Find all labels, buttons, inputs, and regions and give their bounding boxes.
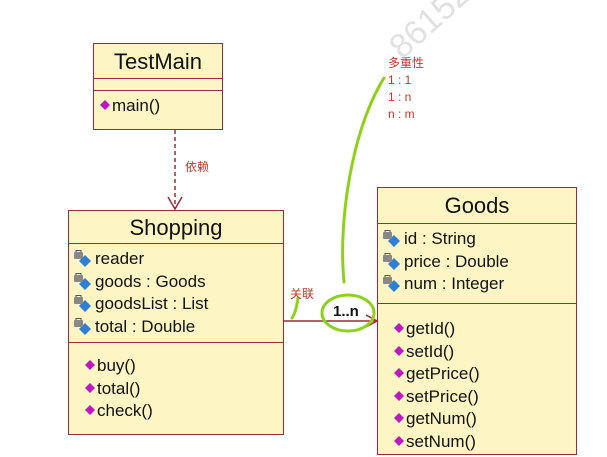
operation-icon — [392, 343, 406, 361]
association-tick-stroke — [290, 296, 300, 320]
attribute-label: num : Integer — [404, 274, 505, 294]
class-title: Shopping — [69, 211, 283, 244]
operation-row[interactable]: buy() — [83, 355, 283, 378]
attribute-icon — [382, 252, 404, 271]
multiplicity-pointer-stroke — [341, 76, 386, 284]
attribute-icon — [73, 295, 95, 313]
class-goods[interactable]: Goods id : String price : Double num : I… — [377, 187, 577, 455]
association-multiplicity: 1..n — [333, 303, 359, 320]
attribute-row[interactable]: price : Double — [382, 251, 576, 274]
operation-label: getId() — [406, 319, 456, 339]
attribute-icon — [73, 317, 95, 336]
multiplicity-option: 1 : 1 — [388, 73, 412, 87]
attribute-icon — [382, 230, 404, 248]
operation-label: getNum() — [406, 409, 477, 429]
attribute-icon — [382, 275, 404, 293]
multiplicity-highlight-circle — [320, 293, 376, 333]
attribute-icon — [73, 250, 95, 268]
attribute-label: total : Double — [95, 316, 196, 336]
operation-row[interactable]: main() — [98, 95, 222, 118]
operation-label: setPrice() — [406, 386, 479, 406]
attribute-row[interactable]: goodsList : List — [73, 293, 283, 316]
dependency-label: 依赖 — [185, 160, 210, 174]
operation-icon — [392, 320, 406, 338]
operation-icon — [392, 433, 406, 451]
attribute-label: reader — [95, 249, 145, 269]
class-title: Goods — [378, 188, 576, 224]
operation-row[interactable]: getId() — [392, 318, 576, 341]
operation-label: check() — [97, 401, 153, 421]
operation-label: setId() — [406, 341, 455, 361]
attribute-icon — [73, 272, 95, 291]
operation-row[interactable]: getPrice() — [392, 363, 576, 386]
attribute-row[interactable]: num : Integer — [382, 273, 576, 296]
operation-label: setNum() — [406, 431, 476, 451]
dependency-arrowhead — [167, 196, 183, 211]
operation-icon — [98, 97, 112, 115]
class-title: TestMain — [94, 44, 222, 79]
attribute-label: goods : Goods — [95, 271, 206, 291]
attribute-label: goodsList : List — [95, 294, 209, 314]
operation-row[interactable]: setId() — [392, 341, 576, 364]
operation-row[interactable]: check() — [83, 400, 283, 423]
operation-row[interactable]: getNum() — [392, 408, 576, 431]
operation-icon — [83, 357, 97, 375]
operations-section: getId() setId() getPrice() setPrice() ge… — [378, 304, 576, 455]
attributes-section — [94, 79, 222, 91]
multiplicity-note-title: 多重性 — [388, 56, 425, 70]
attribute-row[interactable]: goods : Goods — [73, 271, 283, 294]
operations-section: main() — [94, 91, 222, 120]
attribute-row[interactable]: reader — [73, 248, 283, 271]
attributes-section: reader goods : Goods goodsList : List to… — [69, 244, 283, 343]
operation-row[interactable]: setPrice() — [392, 386, 576, 409]
association-label: 关联 — [290, 287, 315, 301]
attribute-row[interactable]: total : Double — [73, 316, 283, 339]
operations-section: buy() total() check() — [69, 343, 283, 425]
class-shopping[interactable]: Shopping reader goods : Goods goodsList … — [68, 210, 284, 435]
operation-label: buy() — [97, 356, 136, 376]
multiplicity-note: 多重性 1 : 1 1 : n n : m — [388, 55, 424, 123]
attribute-label: id : String — [404, 229, 476, 249]
operation-icon — [392, 410, 406, 428]
operation-label: main() — [112, 96, 161, 116]
attributes-section: id : String price : Double num : Integer — [378, 224, 576, 304]
attribute-row[interactable]: id : String — [382, 228, 576, 251]
operation-icon — [392, 365, 406, 383]
operation-icon — [392, 388, 406, 406]
multiplicity-option: n : m — [388, 107, 415, 121]
class-testmain[interactable]: TestMain main() — [93, 43, 223, 130]
operation-row[interactable]: total() — [83, 378, 283, 401]
operation-row[interactable]: setNum() — [392, 431, 576, 454]
multiplicity-option: 1 : n — [388, 90, 412, 104]
operation-label: getPrice() — [406, 364, 480, 384]
attribute-label: price : Double — [404, 251, 509, 271]
operation-icon — [83, 402, 97, 420]
operation-icon — [83, 380, 97, 398]
operation-label: total() — [97, 378, 141, 398]
